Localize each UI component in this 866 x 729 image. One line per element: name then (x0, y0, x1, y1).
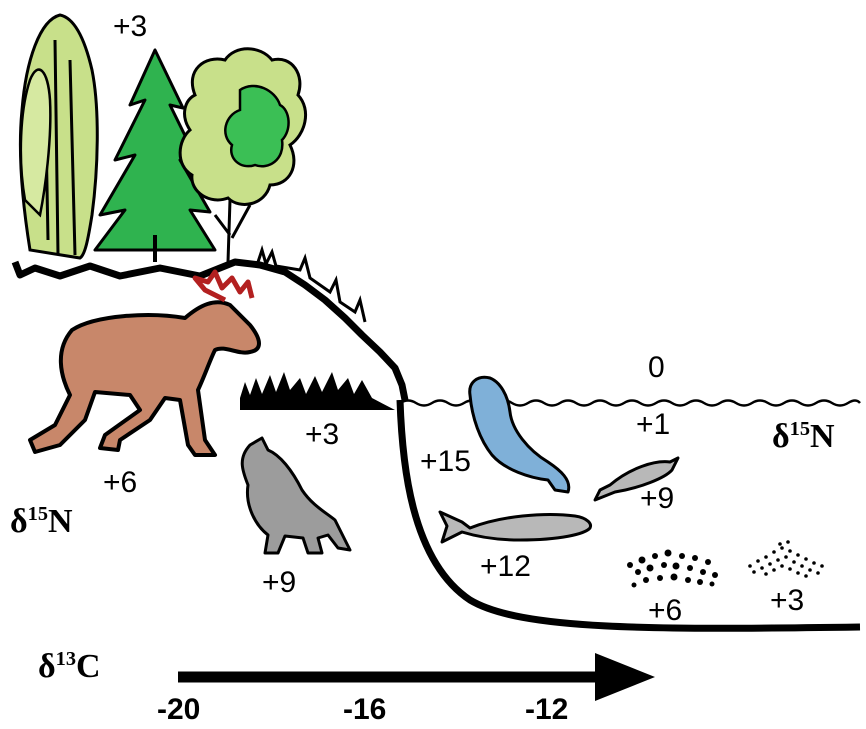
seal (468, 375, 571, 494)
trees-n15-value: +3 (113, 10, 148, 43)
n15-axis-label-right: δ15N (772, 417, 835, 455)
surface-water-n15-value: +1 (636, 408, 671, 441)
c13-tick-label: -12 (525, 693, 569, 726)
c13-tick-label: -16 (343, 693, 387, 726)
small-fish-n15-value: +9 (640, 482, 675, 515)
zooplankton (627, 549, 718, 588)
large-fish-n15-value: +12 (480, 550, 531, 583)
c13-axis-arrow (178, 653, 655, 701)
birch-tree-small (19, 68, 52, 218)
lake-basin (396, 399, 861, 632)
large-fish (438, 510, 592, 544)
seal-n15-value: +15 (420, 445, 471, 478)
n15-axis-label-left: δ15N (10, 502, 73, 540)
moose-antlers (192, 269, 255, 303)
wolf (240, 436, 352, 555)
shore-plants (240, 372, 395, 410)
phytoplankton-n15-value: +3 (770, 584, 805, 617)
moose-n15-value: +6 (103, 466, 138, 499)
small-fish (593, 456, 680, 502)
c13-tick-label: -20 (157, 693, 201, 726)
water-surface-n15-value: 0 (648, 351, 665, 384)
phytoplankton (748, 540, 824, 578)
moose (28, 269, 261, 457)
moose-body (28, 300, 261, 457)
zooplankton-n15-value: +6 (648, 594, 683, 627)
water-surface (399, 399, 861, 407)
wolf-n15-value: +9 (262, 566, 297, 599)
hill-ground (11, 258, 409, 401)
shore-plants-n15-value: +3 (305, 418, 340, 451)
tree-group (18, 13, 307, 263)
c13-axis-label: δ13C (38, 647, 101, 685)
